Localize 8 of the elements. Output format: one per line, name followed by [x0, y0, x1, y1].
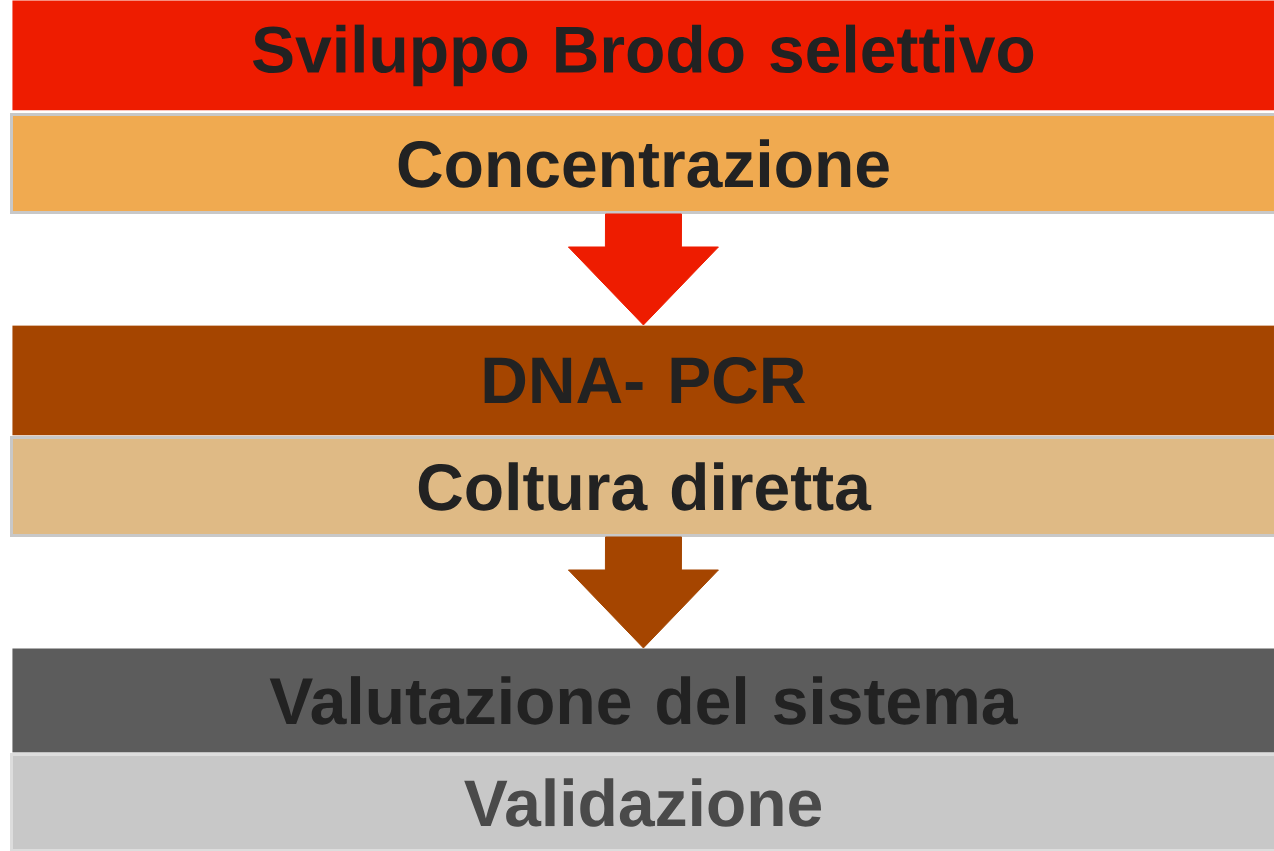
- block-arrow: [567, 536, 719, 649]
- heading-band: Sviluppo Brodo selettivo: [12, 0, 1274, 111]
- step-band: Coltura diretta: [10, 436, 1274, 537]
- step-band: Validazione: [10, 753, 1274, 851]
- block-arrow: [567, 213, 719, 326]
- heading-band: Valutazione del sistema: [12, 648, 1274, 753]
- heading-band: DNA- PCR: [12, 325, 1274, 436]
- step-band: Concentrazione: [10, 113, 1274, 214]
